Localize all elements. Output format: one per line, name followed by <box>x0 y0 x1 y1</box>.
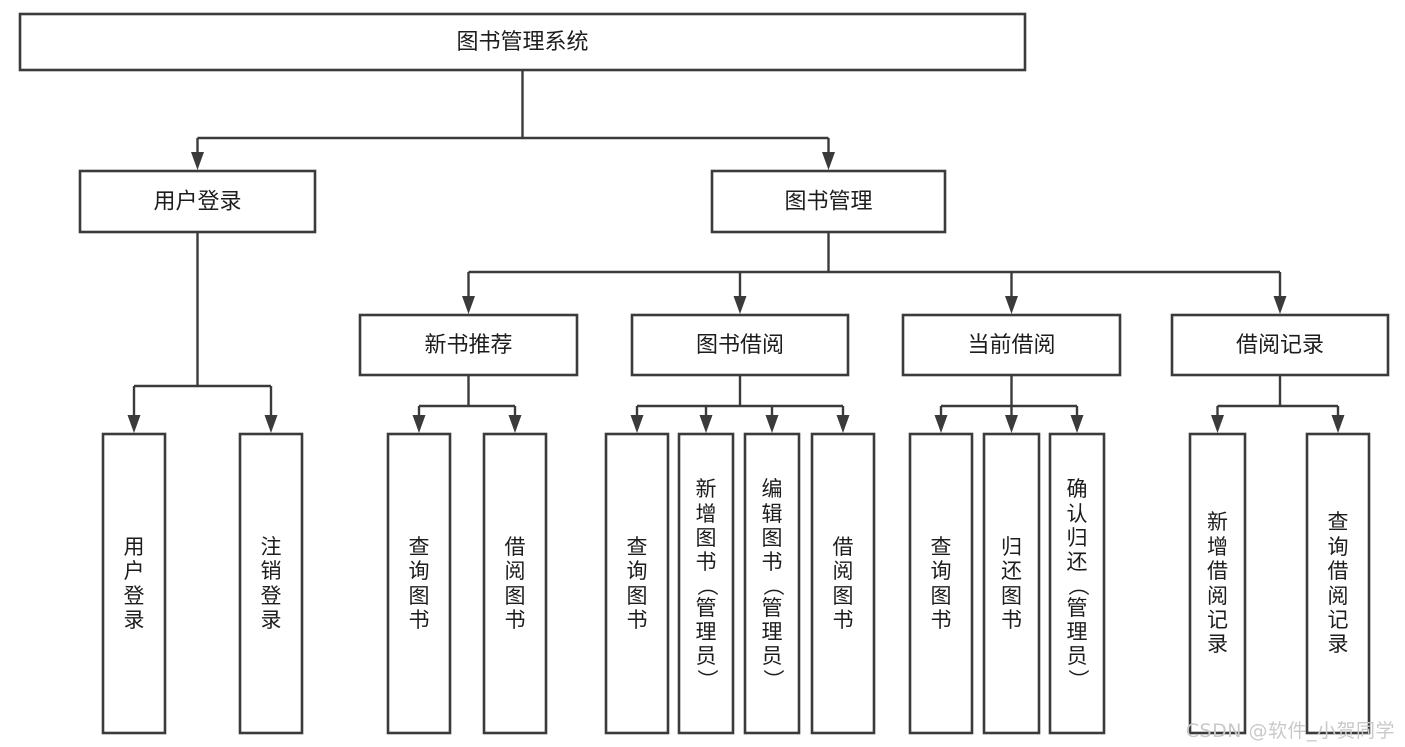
arrow-head-borrow-record-to-leaf-add-borrow-record <box>1211 415 1224 433</box>
node-box-leaf-query-book-1[interactable] <box>386 432 452 735</box>
node-box-book-borrow[interactable] <box>630 313 850 377</box>
node-box-borrow-record[interactable] <box>1170 313 1390 377</box>
node-label-book-borrow: 图书借阅 <box>696 333 784 358</box>
arrow-head-book-borrow-to-leaf-edit-book-admin <box>765 415 779 433</box>
node-label-root: 图书管理系统 <box>456 30 588 55</box>
node-box-root[interactable] <box>18 12 1027 72</box>
arrow-head-root-to-user-login <box>191 152 204 170</box>
node-label-user-login: 用户登录 <box>153 190 241 215</box>
node-box-book-manage[interactable] <box>710 169 947 234</box>
node-box-leaf-return-book[interactable] <box>982 432 1041 735</box>
arrow-head-current-borrow-to-leaf-query-book-3 <box>934 415 948 433</box>
arrow-head-user-login-to-leaf-user-logout <box>264 415 278 433</box>
arrow-head-book-borrow-to-leaf-borrow-book-2 <box>836 415 850 433</box>
arrow-head-current-borrow-to-leaf-confirm-return-admin <box>1070 415 1084 433</box>
node-box-leaf-user-login[interactable] <box>101 432 167 735</box>
node-box-new-book-recommend[interactable] <box>358 313 579 377</box>
node-label-new-book-recommend: 新书推荐 <box>424 333 512 358</box>
node-box-leaf-user-logout[interactable] <box>238 432 304 735</box>
node-box-leaf-query-borrow-record[interactable] <box>1305 432 1371 735</box>
node-box-leaf-confirm-return-admin[interactable] <box>1048 432 1106 735</box>
node-box-leaf-borrow-book-1[interactable] <box>482 432 548 735</box>
arrow-head-borrow-record-to-leaf-query-borrow-record <box>1331 415 1345 433</box>
arrow-head-book-manage-to-new-book-recommend <box>462 296 475 314</box>
node-box-user-login[interactable] <box>78 169 317 234</box>
arrow-head-book-borrow-to-leaf-add-book-admin <box>699 415 713 433</box>
node-label-borrow-record: 借阅记录 <box>1236 333 1324 358</box>
node-label-current-borrow: 当前借阅 <box>967 333 1055 358</box>
node-label-book-manage: 图书管理 <box>784 190 872 215</box>
connectors-layer <box>127 70 1345 433</box>
node-box-leaf-add-book-admin[interactable] <box>677 432 735 735</box>
node-box-current-borrow[interactable] <box>901 313 1122 377</box>
arrow-head-new-book-recommend-to-leaf-borrow-book-1 <box>508 415 522 433</box>
arrow-head-book-borrow-to-leaf-query-book-2 <box>630 415 644 433</box>
arrow-head-user-login-to-leaf-user-login <box>127 415 141 433</box>
node-box-leaf-query-book-3[interactable] <box>908 432 974 735</box>
arrow-head-book-manage-to-borrow-record <box>1273 296 1287 314</box>
arrow-head-book-manage-to-current-borrow <box>1005 296 1018 314</box>
arrow-head-root-to-book-manage <box>822 152 835 170</box>
node-box-leaf-query-book-2[interactable] <box>604 432 670 735</box>
boxes-layer <box>18 12 1390 735</box>
node-box-leaf-add-borrow-record[interactable] <box>1188 432 1247 735</box>
csdn-watermark: CSDN @软件_小贺同学 <box>1185 720 1395 742</box>
arrow-head-new-book-recommend-to-leaf-query-book-1 <box>412 415 426 433</box>
arrow-head-book-manage-to-book-borrow <box>733 296 747 314</box>
node-box-leaf-edit-book-admin[interactable] <box>743 432 801 735</box>
arrow-head-current-borrow-to-leaf-return-book <box>1005 415 1018 433</box>
node-box-leaf-borrow-book-2[interactable] <box>810 432 876 735</box>
